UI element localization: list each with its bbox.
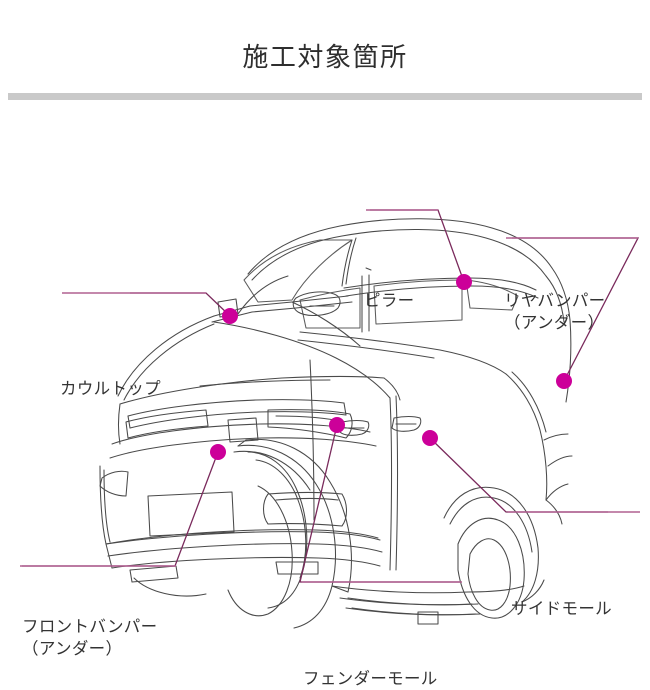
- callout-label-pillar: ピラー: [364, 290, 415, 312]
- car-diagram: カウルトップ ピラー リヤバンパー （アンダー） サイドモール フェンダーモール…: [0, 100, 650, 688]
- marker-cowl-top[interactable]: [222, 308, 238, 324]
- header-divider: [8, 93, 642, 100]
- callout-text-rear-bumper-under: リヤバンパー: [504, 292, 606, 310]
- leader-line-cowl-top: [130, 292, 231, 317]
- callout-text-front-bumper-under: フロントバンパー: [22, 618, 158, 636]
- leader-line-pillar: [370, 209, 465, 283]
- leader-line-side-moulding: [429, 437, 608, 513]
- callout-label-side-moulding: サイドモール: [511, 598, 612, 620]
- leader-line-front-bumper-under: [22, 451, 219, 567]
- car-diagram-svg: [20, 209, 640, 629]
- callout-text-cowl-top: カウルトップ: [60, 380, 161, 398]
- callout-text-rear-bumper-under-line2: （アンダー）: [504, 314, 605, 332]
- callout-label-rear-bumper-under: リヤバンパー （アンダー）: [504, 290, 605, 334]
- marker-pillar[interactable]: [456, 274, 472, 290]
- callout-text-front-bumper-under-line2: （アンダー）: [22, 640, 123, 658]
- callout-underlines: [20, 209, 640, 583]
- callout-markers: [210, 274, 572, 460]
- callout-text-fender-moulding: フェンダーモール: [303, 670, 438, 688]
- marker-side-moulding[interactable]: [422, 430, 438, 446]
- callout-text-pillar: ピラー: [364, 292, 415, 310]
- callout-label-fender-moulding: フェンダーモール: [303, 668, 438, 690]
- page-header: 施工対象箇所: [0, 0, 650, 100]
- page-title: 施工対象箇所: [242, 42, 408, 72]
- marker-fender-moulding[interactable]: [329, 417, 345, 433]
- marker-rear-bumper-under[interactable]: [556, 373, 572, 389]
- callout-text-side-moulding: サイドモール: [511, 600, 612, 618]
- marker-front-bumper-under[interactable]: [210, 444, 226, 460]
- callout-label-cowl-top: カウルトップ: [60, 378, 161, 400]
- callout-label-front-bumper-under: フロントバンパー （アンダー）: [22, 616, 157, 660]
